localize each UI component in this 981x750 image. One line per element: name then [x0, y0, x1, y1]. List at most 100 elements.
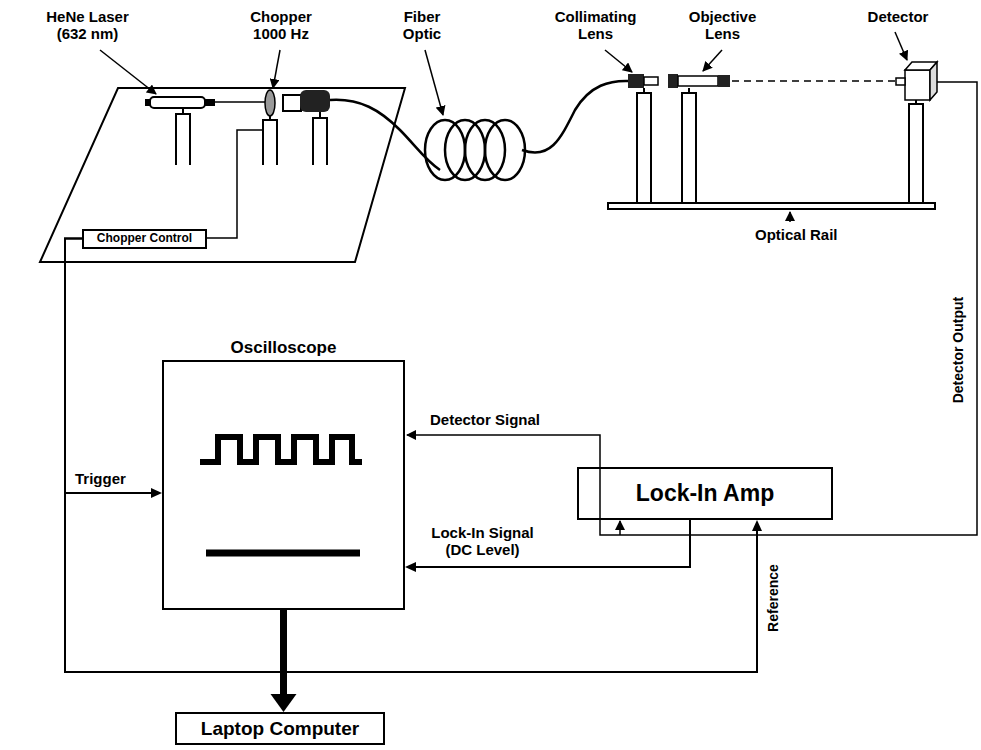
fiber-optic-cable [485, 120, 525, 180]
optical-table [40, 88, 405, 262]
beam-path [732, 80, 898, 82]
box-label: Lock-In Amp [636, 480, 774, 506]
part-label-holder: Objective Lens [680, 8, 765, 43]
signal-connector [271, 610, 297, 712]
amplifier-box: Lock-In Amp [577, 467, 833, 520]
leader-arrow [789, 212, 791, 222]
connector-label: Trigger [75, 470, 126, 487]
dc-level-trace [206, 553, 360, 554]
connector-label: Reference [765, 564, 781, 632]
chopper-symbol [263, 120, 277, 165]
collimating-lens [644, 77, 658, 85]
leader-arrow [605, 50, 632, 72]
detector-wire [407, 82, 977, 535]
box-label: Chopper Control [97, 232, 192, 246]
part-label-holder: Optical Rail [755, 226, 838, 243]
arrow-head [405, 562, 416, 572]
connector-line [65, 239, 152, 494]
detector-symbol [909, 104, 923, 203]
connector-label-holder: Reference [765, 564, 781, 632]
connector-label-holder: Trigger [75, 470, 126, 487]
leader-arrow [100, 50, 156, 94]
part-label: Optical Rail [755, 226, 838, 243]
laser-beam [215, 101, 265, 103]
connector-label: Lock-In Signal (DC Level) [425, 524, 540, 559]
chopper-wire [207, 130, 263, 238]
fiber-coupler [283, 90, 330, 165]
part-label-holder: Fiber Optic [392, 8, 452, 43]
signal-connector [405, 520, 690, 572]
signal-label: Detector Signal [430, 411, 540, 428]
leader-arrow [425, 50, 443, 115]
arrow-head [271, 694, 297, 712]
laser-symbol [150, 97, 205, 108]
square-wave-trace [200, 437, 362, 462]
fiber-coupler [313, 118, 327, 165]
optical-rail [608, 203, 935, 209]
chopper-symbol [265, 90, 275, 116]
control-box: Chopper Control [82, 229, 207, 249]
objective-lens [718, 75, 730, 87]
signal-connector [65, 239, 762, 673]
part-label: Collimating Lens [548, 8, 643, 43]
fiber-optic-cable [330, 81, 630, 180]
beam-path [732, 81, 898, 82]
leader-arrow [703, 50, 722, 71]
leader-arrow [273, 50, 280, 88]
laser-symbol [145, 99, 151, 106]
connector-line [280, 610, 287, 695]
square-wave-trace [200, 437, 362, 462]
fiber-optic-cable [330, 100, 440, 170]
signal-connector [65, 239, 162, 499]
signal-label: Detector Output [950, 297, 966, 404]
signal-label-holder: Detector Signal [430, 411, 540, 428]
objective-lens [668, 74, 730, 205]
laser-symbol [176, 114, 190, 165]
leader-arrow [100, 32, 907, 222]
fiber-optic-cable [522, 81, 630, 153]
signal-label-holder: Detector Output [950, 297, 966, 404]
optical-table [40, 88, 405, 262]
part-label-holder: Collimating Lens [548, 8, 643, 43]
fiber-coupler [300, 90, 330, 112]
leader-arrow [895, 32, 907, 60]
objective-lens [682, 93, 696, 205]
objective-lens [678, 76, 718, 86]
box-label: Laptop Computer [201, 718, 359, 740]
objective-lens [668, 74, 678, 88]
detector-symbol [930, 62, 937, 100]
detector-symbol [896, 78, 905, 85]
optical-rail [608, 203, 935, 209]
computer-box: Laptop Computer [175, 712, 385, 745]
arrow-head [752, 520, 762, 531]
collimating-lens [628, 74, 644, 88]
part-label-holder: Chopper 1000 Hz [240, 8, 322, 43]
dc-level-trace [206, 550, 360, 557]
chopper-wire [207, 130, 263, 238]
part-label: HeNe Laser (632 nm) [35, 8, 140, 43]
connector-label-holder: Lock-In Signal (DC Level) [425, 524, 540, 559]
part-label: Fiber Optic [392, 8, 452, 43]
detector-symbol [905, 70, 930, 100]
part-label: Objective Lens [680, 8, 765, 43]
detector-wire [407, 82, 977, 535]
laser-symbol [205, 99, 215, 106]
part-label: Detector [858, 8, 938, 25]
arrow-head [151, 488, 162, 498]
collimating-lens [628, 74, 658, 205]
collimating-lens [637, 93, 651, 205]
oscilloscope-box: Oscilloscope [162, 360, 405, 610]
connector-line [415, 520, 690, 567]
chopper-symbol [263, 90, 277, 165]
box-heading: Oscilloscope [231, 338, 337, 358]
connector-line [65, 239, 757, 673]
detector-symbol [896, 62, 937, 203]
part-label-holder: HeNe Laser (632 nm) [35, 8, 140, 43]
part-label: Chopper 1000 Hz [240, 8, 322, 43]
part-label-holder: Detector [858, 8, 938, 25]
laser-symbol [145, 97, 215, 165]
fiber-coupler [283, 95, 301, 111]
